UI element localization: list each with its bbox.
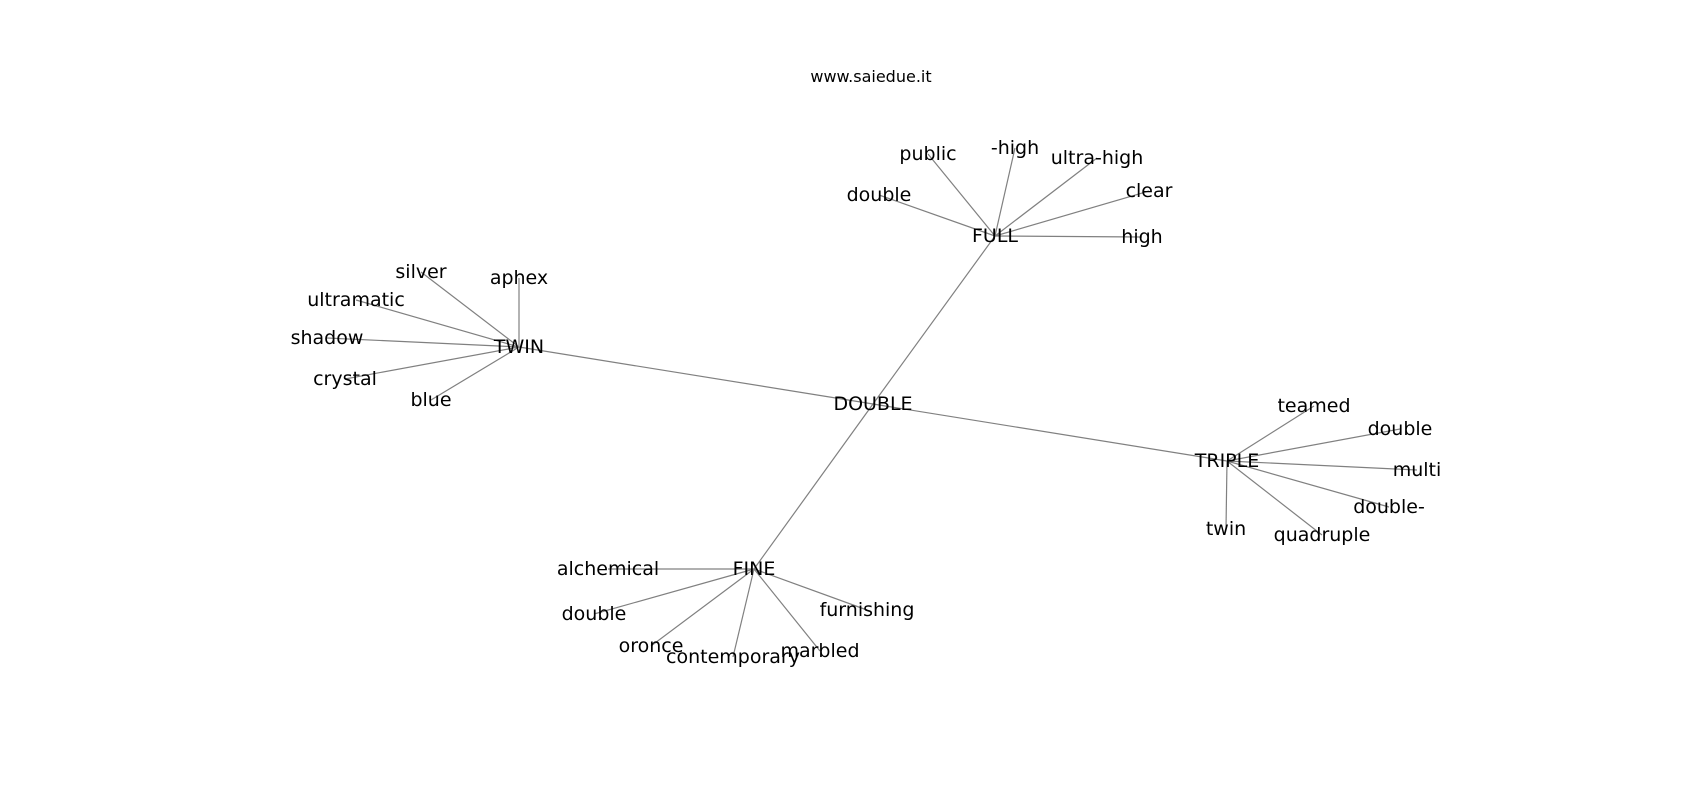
node-label-triple-twin: twin (1206, 518, 1246, 540)
edge-double_center-twin (518, 346, 874, 405)
label-layer: DOUBLE FULL public -high ultra-high clear high… (291, 137, 1442, 668)
site-watermark: www.saiedue.it (810, 67, 931, 86)
node-label-fine-furnishing: furnishing (820, 599, 915, 621)
node-label-fine-oronce: oronce (619, 635, 684, 657)
node-label-double-center: DOUBLE (833, 393, 912, 415)
node-label-full-ultra-high: ultra-high (1051, 147, 1144, 169)
node-label-triple-double-dash: double- (1353, 496, 1425, 518)
node-label-fine-double: double (562, 603, 627, 625)
edge-fine-fine_double (593, 568, 755, 615)
edge-layer (326, 147, 1418, 658)
edge-twin-twin_ultramatic (355, 299, 520, 348)
edge-triple-triple_quadruple (1226, 460, 1323, 536)
node-label-triple-teamed: teamed (1277, 395, 1350, 417)
edge-triple-triple_multi (1226, 460, 1418, 471)
node-label-full-high: high (1121, 226, 1162, 248)
node-label-fine: FINE (733, 558, 776, 580)
edge-fine-fine_contemporary (732, 568, 755, 658)
node-label-triple-quadruple: quadruple (1274, 524, 1371, 546)
edge-full-full_ultra_high (994, 157, 1098, 237)
edge-twin-twin_crystal (344, 346, 520, 380)
edge-twin-twin_silver (420, 271, 520, 348)
edge-full-full_double (878, 194, 996, 237)
edge-fine-fine_furnishing (753, 568, 868, 611)
node-label-fine-contemporary: contemporary (666, 646, 800, 668)
node-label-twin-silver: silver (395, 261, 446, 283)
node-label-twin-aphex: aphex (490, 267, 548, 289)
edge-twin-twin_shadow (326, 337, 520, 348)
node-label-twin-blue: blue (410, 389, 451, 411)
edge-double_center-triple (872, 403, 1228, 462)
node-label-twin: TWIN (493, 336, 544, 358)
node-label-full-minus-high: -high (991, 137, 1039, 159)
edge-twin-twin_blue (430, 346, 520, 401)
node-label-twin-ultramatic: ultramatic (307, 289, 405, 311)
edge-double_center-full (872, 235, 996, 405)
node-label-full-double: double (847, 184, 912, 206)
edge-triple-triple_double (1226, 428, 1401, 462)
node-label-triple: TRIPLE (1194, 450, 1259, 472)
node-label-full: FULL (972, 225, 1018, 247)
edge-full-full_clear (994, 190, 1150, 237)
edge-full-full_public (927, 153, 996, 237)
node-label-fine-marbled: marbled (780, 640, 859, 662)
edge-full-full_minus_high (994, 147, 1016, 237)
edge-triple-triple_twin (1225, 460, 1228, 530)
edge-double_center-fine (753, 403, 874, 570)
node-label-twin-crystal: crystal (313, 368, 377, 390)
node-label-full-clear: clear (1126, 180, 1173, 202)
edge-full-full_high (994, 235, 1143, 238)
edge-fine-fine_oronce (650, 568, 755, 647)
node-label-twin-shadow: shadow (291, 327, 364, 349)
edge-triple-triple_double_dash (1226, 460, 1390, 508)
edge-fine-fine_marbled (753, 568, 821, 652)
node-label-triple-multi: multi (1393, 459, 1442, 481)
node-label-full-public: public (899, 143, 956, 165)
node-label-fine-alchemical: alchemical (557, 558, 659, 580)
node-label-triple-double: double (1368, 418, 1433, 440)
edge-triple-triple_teamed (1226, 405, 1315, 462)
